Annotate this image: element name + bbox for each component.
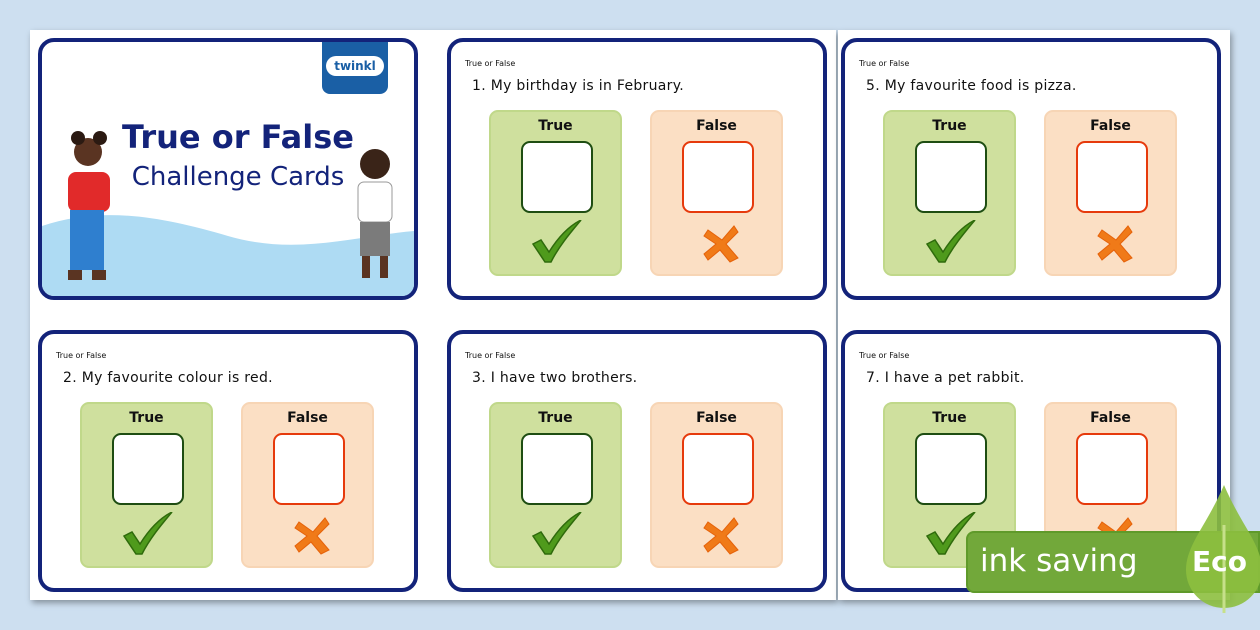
true-option[interactable]: True [489,402,622,568]
false-answer-box[interactable] [1076,433,1148,505]
boy-illustration [357,149,393,278]
true-option[interactable]: True [489,110,622,276]
cross-icon [1097,225,1133,263]
challenge-card: True or False 1. My birthday is in Febru… [447,38,827,300]
true-answer-box[interactable] [521,141,593,213]
challenge-card: True or False 2. My favourite colour is … [38,330,418,592]
true-label: True [538,410,573,426]
false-label: False [1090,410,1131,426]
girl-illustration [68,131,110,280]
false-label: False [287,410,328,426]
challenge-card: True or False 5. My favourite food is pi… [841,38,1221,300]
question-text: 1. My birthday is in February. [472,78,685,94]
card-header: True or False [859,351,910,360]
card-header: True or False [465,351,516,360]
cover-title: True or False [122,118,354,156]
false-option[interactable]: False [241,402,374,568]
card-header: True or False [859,59,910,68]
question-text: 5. My favourite food is pizza. [866,78,1077,94]
checkmark-icon [122,512,173,555]
logo-text: twinkl [326,56,384,76]
ink-saving-text: ink saving [980,543,1138,579]
question-text: 3. I have two brothers. [472,370,638,386]
challenge-card: True or False 3. I have two brothers. Tr… [447,330,827,592]
twinkl-logo: twinkl [322,42,388,94]
wave-background [42,215,414,296]
cross-icon [294,517,330,555]
true-label: True [932,118,967,134]
challenge-card: True or False 7. I have a pet rabbit. Tr… [841,330,1221,592]
true-label: True [129,410,164,426]
true-answer-box[interactable] [521,433,593,505]
card-header: True or False [56,351,107,360]
true-option[interactable]: True [80,402,213,568]
question-text: 2. My favourite colour is red. [63,370,273,386]
card-header: True or False [465,59,516,68]
true-answer-box[interactable] [915,433,987,505]
false-option[interactable]: False [650,402,783,568]
cross-icon [703,225,739,263]
true-answer-box[interactable] [112,433,184,505]
eco-text: Eco [1192,545,1247,578]
false-option[interactable]: False [650,110,783,276]
checkmark-icon [925,220,976,263]
cover-card: twinkl True or False Challenge Cards [38,38,418,300]
cross-icon [703,517,739,555]
false-label: False [696,118,737,134]
true-option[interactable]: True [883,110,1016,276]
false-label: False [696,410,737,426]
false-label: False [1090,118,1131,134]
false-answer-box[interactable] [682,433,754,505]
true-answer-box[interactable] [915,141,987,213]
false-answer-box[interactable] [273,433,345,505]
false-option[interactable]: False [1044,110,1177,276]
ink-saving-eco-badge: ink saving Eco [966,485,1260,613]
checkmark-icon [531,512,582,555]
leaf-icon [1186,485,1260,613]
true-label: True [538,118,573,134]
checkmark-icon [531,220,582,263]
false-answer-box[interactable] [1076,141,1148,213]
false-answer-box[interactable] [682,141,754,213]
checkmark-icon [925,512,976,555]
question-text: 7. I have a pet rabbit. [866,370,1025,386]
cover-subtitle: Challenge Cards [131,162,345,192]
true-label: True [932,410,967,426]
